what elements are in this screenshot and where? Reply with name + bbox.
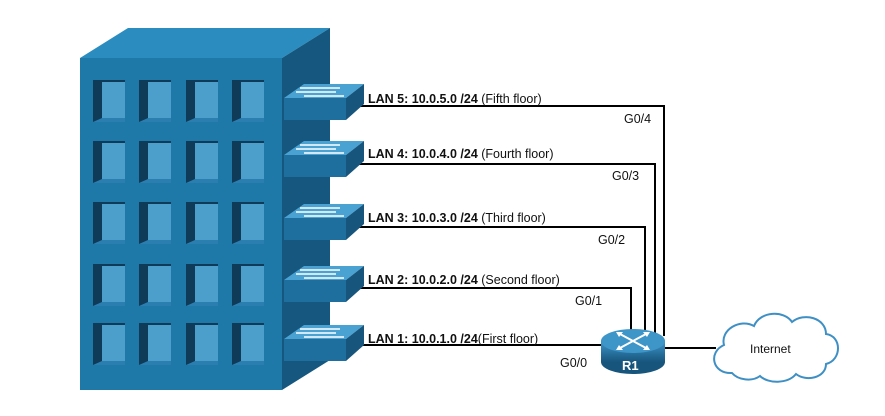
window (93, 264, 125, 306)
switch-lan3[interactable] (284, 204, 364, 240)
router-r1[interactable] (601, 329, 665, 374)
port-g0-3: G0/3 (612, 169, 640, 183)
lan5-label: LAN 5: 10.0.5.0 /24 (Fifth floor) (368, 92, 542, 106)
switch-arrows-icon (296, 207, 344, 217)
building-windows (93, 80, 264, 365)
internet-label: Internet (750, 342, 791, 356)
port-g0-2: G0/2 (598, 233, 626, 247)
port-g0-4: G0/4 (624, 112, 652, 126)
window (139, 141, 171, 183)
lan4-label: LAN 4: 10.0.4.0 /24 (Fourth floor) (368, 147, 554, 161)
switch-lan2[interactable] (284, 266, 364, 302)
window (186, 141, 218, 183)
switches (284, 84, 364, 361)
switch-lan1[interactable] (284, 325, 364, 361)
window (186, 202, 218, 244)
lan1-label: LAN 1: 10.0.1.0 /24(First floor) (368, 332, 539, 346)
window (139, 80, 171, 122)
window (232, 264, 264, 306)
port-g0-0: G0/0 (560, 356, 588, 370)
link-lan3 (350, 226, 646, 336)
building-top (80, 28, 330, 58)
window (93, 80, 125, 122)
window (93, 323, 125, 365)
window (93, 141, 125, 183)
link-lan5 (350, 105, 665, 336)
window (139, 202, 171, 244)
switch-arrows-icon (296, 87, 344, 97)
window (232, 141, 264, 183)
connection-lines (350, 105, 716, 349)
link-lan2 (350, 287, 632, 336)
window (232, 323, 264, 365)
link-lan4 (350, 163, 656, 336)
lan2-label: LAN 2: 10.0.2.0 /24 (Second floor) (368, 273, 560, 287)
window (232, 80, 264, 122)
window (186, 323, 218, 365)
lan3-label: LAN 3: 10.0.3.0 /24 (Third floor) (368, 211, 546, 225)
window (232, 202, 264, 244)
switch-lan4[interactable] (284, 141, 364, 177)
window (93, 202, 125, 244)
window (139, 323, 171, 365)
port-g0-1: G0/1 (575, 294, 603, 308)
switch-lan5[interactable] (284, 84, 364, 120)
internet-cloud[interactable] (713, 312, 839, 383)
window (139, 264, 171, 306)
switch-arrows-icon (296, 269, 344, 279)
switch-arrows-icon (296, 328, 344, 338)
window (186, 80, 218, 122)
switch-arrows-icon (296, 144, 344, 154)
window (186, 264, 218, 306)
router-label: R1 (622, 358, 639, 373)
router-arrows-icon (616, 332, 650, 350)
